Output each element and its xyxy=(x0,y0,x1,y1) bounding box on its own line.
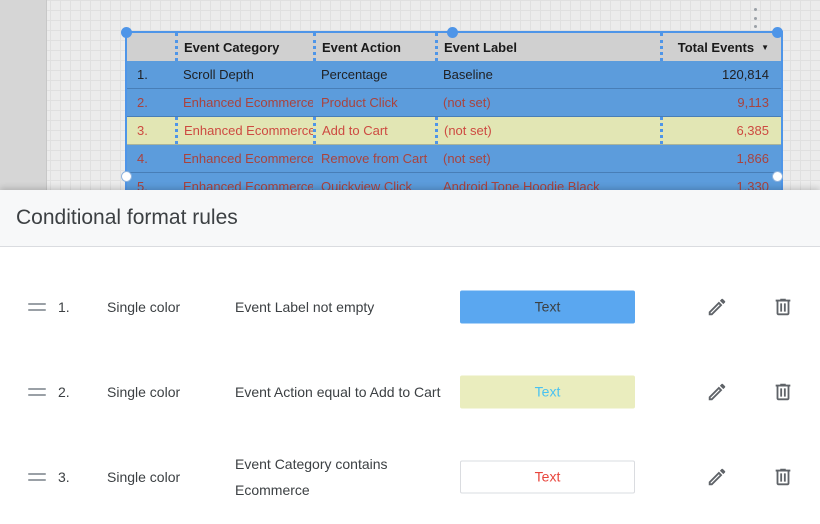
rule-index: 2. xyxy=(58,383,70,400)
cell-category: Enhanced Ecommerce xyxy=(183,95,313,110)
rule-condition: Event Label not empty xyxy=(235,298,375,315)
rule-type: Single color xyxy=(107,468,181,485)
edit-rule-button[interactable] xyxy=(704,464,730,490)
rule-index: 3. xyxy=(58,468,70,485)
cell-total: 9,113 xyxy=(737,95,769,110)
conditional-format-panel: Conditional format rules 1. Single color… xyxy=(0,190,820,524)
cell-category: Enhanced Ecommerce xyxy=(175,117,313,144)
cell-index: 5. xyxy=(137,179,148,190)
trash-icon xyxy=(775,298,791,315)
resize-handle-top-right[interactable] xyxy=(772,27,783,38)
header-cell-category: Event Category xyxy=(175,33,313,61)
drag-handle-icon[interactable] xyxy=(28,302,46,311)
report-canvas: Event Category Event Action Event Label … xyxy=(0,0,820,190)
pencil-icon xyxy=(708,298,726,315)
cell-label: (not set) xyxy=(435,117,660,144)
cell-index: 4. xyxy=(137,151,148,166)
panel-title: Conditional format rules xyxy=(16,206,238,229)
table-row: 1. Scroll Depth Percentage Baseline 120,… xyxy=(127,61,781,89)
cell-label: (not set) xyxy=(443,151,491,166)
cell-total: 1,330 xyxy=(736,179,769,190)
cell-total: 1,866 xyxy=(736,151,769,166)
table-row: 2. Enhanced Ecommerce Product Click (not… xyxy=(127,89,781,117)
format-rule-row: 1. Single color Event Label not empty Te… xyxy=(0,264,820,349)
rule-type: Single color xyxy=(107,383,181,400)
side-panel-edge xyxy=(0,0,47,190)
header-cell-action: Event Action xyxy=(313,33,435,61)
table-row-highlighted: 3. Enhanced Ecommerce Add to Cart (not s… xyxy=(127,117,781,145)
cell-category: Scroll Depth xyxy=(183,67,254,82)
cell-index: 1. xyxy=(137,67,148,82)
style-preview-chip: Text xyxy=(460,375,635,408)
pencil-icon xyxy=(708,383,726,400)
delete-rule-button[interactable] xyxy=(770,294,796,320)
panel-header: Conditional format rules xyxy=(0,190,820,247)
style-preview-chip: Text xyxy=(460,460,635,493)
cell-label: Android Tone Hoodie Black xyxy=(443,179,600,190)
rule-type: Single color xyxy=(107,298,181,315)
style-preview-chip: Text xyxy=(460,290,635,323)
cell-category: Enhanced Ecommerce xyxy=(183,151,313,166)
resize-handle-mid-left[interactable] xyxy=(121,171,132,182)
rule-index: 1. xyxy=(58,298,70,315)
cell-action: Product Click xyxy=(321,95,398,110)
drag-handle-icon[interactable] xyxy=(28,472,46,481)
sort-desc-icon: ▼ xyxy=(761,42,769,52)
cell-action: Percentage xyxy=(321,67,388,82)
cell-label: Baseline xyxy=(443,67,493,82)
rule-condition: Event Category contains Ecommerce xyxy=(235,455,388,498)
cell-category: Enhanced Ecommerce xyxy=(183,179,313,190)
table-row: 5. Enhanced Ecommerce Quickview Click An… xyxy=(127,173,781,190)
cell-total: 120,814 xyxy=(722,67,769,82)
trash-icon xyxy=(775,468,791,485)
delete-rule-button[interactable] xyxy=(770,379,796,405)
trash-icon xyxy=(775,383,791,400)
pencil-icon xyxy=(708,468,726,485)
format-rules-list: 1. Single color Event Label not empty Te… xyxy=(0,247,820,519)
events-table[interactable]: Event Category Event Action Event Label … xyxy=(125,31,783,190)
cell-action: Quickview Click xyxy=(321,179,413,190)
drag-handle-icon[interactable] xyxy=(28,387,46,396)
header-cell-index xyxy=(127,33,175,61)
header-cell-label: Event Label xyxy=(435,33,660,61)
delete-rule-button[interactable] xyxy=(770,464,796,490)
edit-rule-button[interactable] xyxy=(704,294,730,320)
table-row: 4. Enhanced Ecommerce Remove from Cart (… xyxy=(127,145,781,173)
format-rule-row: 2. Single color Event Action equal to Ad… xyxy=(0,349,820,434)
cell-label: (not set) xyxy=(443,95,491,110)
rule-condition: Event Action equal to Add to Cart xyxy=(235,383,441,400)
resize-handle-mid-right[interactable] xyxy=(772,171,783,182)
resize-handle-top-mid[interactable] xyxy=(447,27,458,38)
cell-action: Remove from Cart xyxy=(321,151,428,166)
cell-total: 6,385 xyxy=(660,117,777,144)
cell-index: 2. xyxy=(137,95,148,110)
edit-rule-button[interactable] xyxy=(704,379,730,405)
header-cell-total[interactable]: Total Events ▼ xyxy=(660,33,777,61)
kebab-menu-icon[interactable] xyxy=(749,8,761,28)
resize-handle-top-left[interactable] xyxy=(121,27,132,38)
cell-action: Add to Cart xyxy=(313,117,435,144)
cell-index: 3. xyxy=(137,123,148,138)
header-total-label: Total Events xyxy=(677,39,755,55)
format-rule-row: 3. Single color Event Category contains … xyxy=(0,434,820,519)
